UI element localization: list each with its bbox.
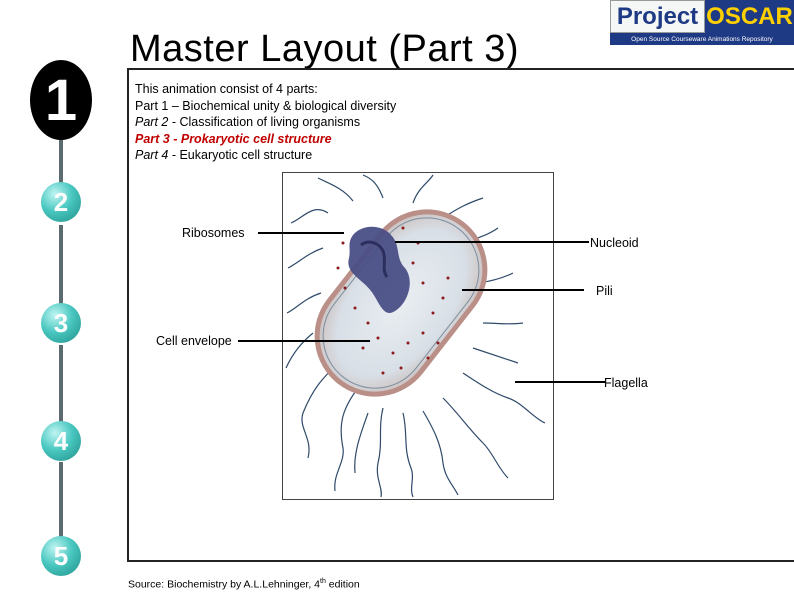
page-title: Master Layout (Part 3) — [130, 28, 520, 70]
step-1-button[interactable]: 1 — [30, 60, 92, 140]
content-frame — [127, 68, 794, 562]
leader-flagella — [515, 381, 605, 383]
label-nucleoid: Nucleoid — [590, 236, 639, 250]
leader-ribosomes — [258, 232, 344, 234]
intro-heading: This animation consist of 4 parts: — [135, 82, 318, 96]
intro-part1: Part 1 – Biochemical unity & biological … — [135, 98, 397, 113]
bacterium-image — [285, 174, 546, 498]
step-rail-bottom — [59, 462, 63, 544]
label-cell-envelope: Cell envelope — [156, 334, 232, 348]
intro-text: This animation consist of 4 parts: Part … — [135, 81, 396, 164]
label-ribosomes: Ribosomes — [182, 226, 245, 240]
intro-part2: Part 2 - Classification of living organi… — [135, 115, 361, 129]
intro-part3-current: Part 3 - Prokaryotic cell structure — [135, 131, 332, 146]
step-rail-upper — [59, 130, 63, 200]
label-pili: Pili — [596, 284, 613, 298]
logo-word-project: Project — [610, 0, 705, 33]
source-citation: Source: Biochemistry by A.L.Lehninger, 4… — [128, 578, 360, 591]
leader-nucleoid — [395, 241, 589, 243]
step-rail-middle — [59, 225, 63, 315]
logo-word-oscar: OSCAR — [705, 0, 794, 33]
step-5-button[interactable]: 5 — [41, 536, 81, 576]
step-2-button[interactable]: 2 — [41, 182, 81, 222]
leader-pili — [462, 289, 584, 291]
project-oscar-logo: Project OSCAR Open Source Courseware Ani… — [610, 0, 794, 50]
bacterium-illustration — [282, 172, 554, 500]
step-3-button[interactable]: 3 — [41, 303, 81, 343]
intro-part4: Part 4 - Eukaryotic cell structure — [135, 148, 313, 162]
label-flagella: Flagella — [604, 376, 648, 390]
step-rail-lower — [59, 345, 63, 435]
logo-tagline: Open Source Courseware Animations Reposi… — [610, 33, 794, 45]
step-4-button[interactable]: 4 — [41, 421, 81, 461]
leader-cell-envelope — [238, 340, 370, 342]
